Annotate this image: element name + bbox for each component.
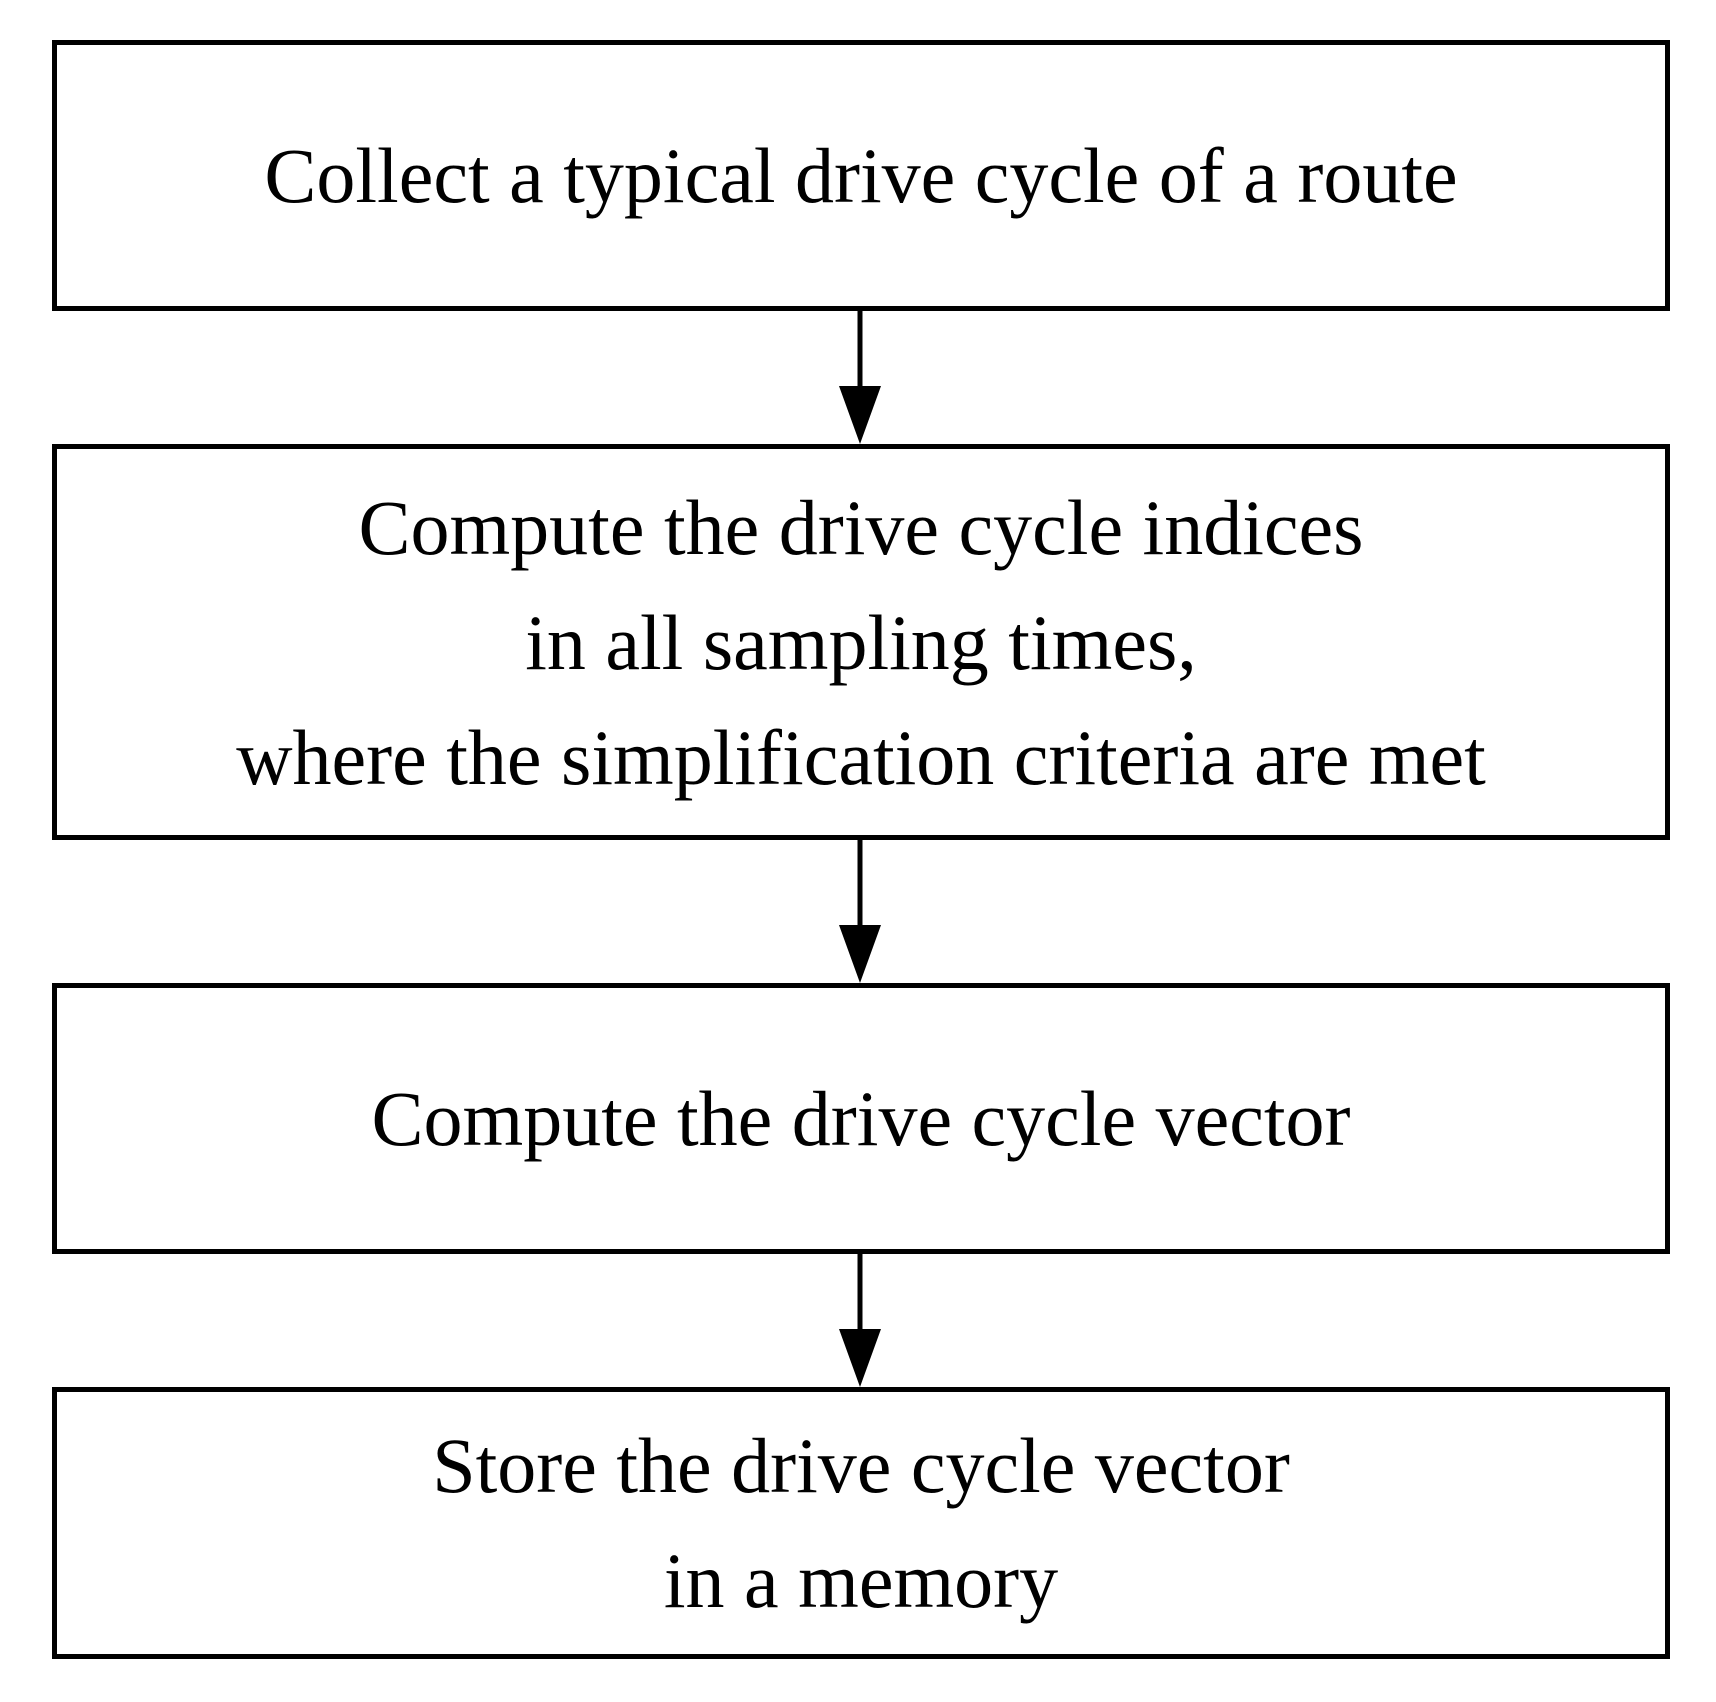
flow-step-text: Compute the drive cycle vector bbox=[371, 1075, 1351, 1162]
flow-step-text: in all sampling times, bbox=[525, 598, 1197, 686]
flow-arrow-1 bbox=[838, 310, 882, 444]
flow-arrow-2 bbox=[838, 840, 882, 983]
arrow-shaft bbox=[857, 840, 863, 931]
arrow-down-icon bbox=[839, 386, 881, 444]
flow-step-text: in a memory bbox=[663, 1537, 1059, 1624]
flow-step-compute-vector: Compute the drive cycle vector bbox=[52, 983, 1670, 1254]
flow-step-text: where the simplification criteria are me… bbox=[236, 713, 1486, 801]
flow-step-text: Collect a typical drive cycle of a route bbox=[264, 132, 1458, 219]
flow-step-text: Store the drive cycle vector bbox=[432, 1422, 1290, 1509]
flow-arrow-3 bbox=[838, 1254, 882, 1387]
arrow-down-icon bbox=[839, 925, 881, 983]
flow-step-collect-drive-cycle: Collect a typical drive cycle of a route bbox=[52, 40, 1670, 311]
flow-step-text: Compute the drive cycle indices bbox=[358, 483, 1364, 571]
arrow-shaft bbox=[857, 1254, 863, 1335]
flow-step-compute-indices: Compute the drive cycle indices in all s… bbox=[52, 444, 1670, 840]
arrow-shaft bbox=[857, 310, 863, 392]
arrow-down-icon bbox=[839, 1329, 881, 1387]
flow-step-store-vector: Store the drive cycle vector in a memory bbox=[52, 1387, 1670, 1659]
